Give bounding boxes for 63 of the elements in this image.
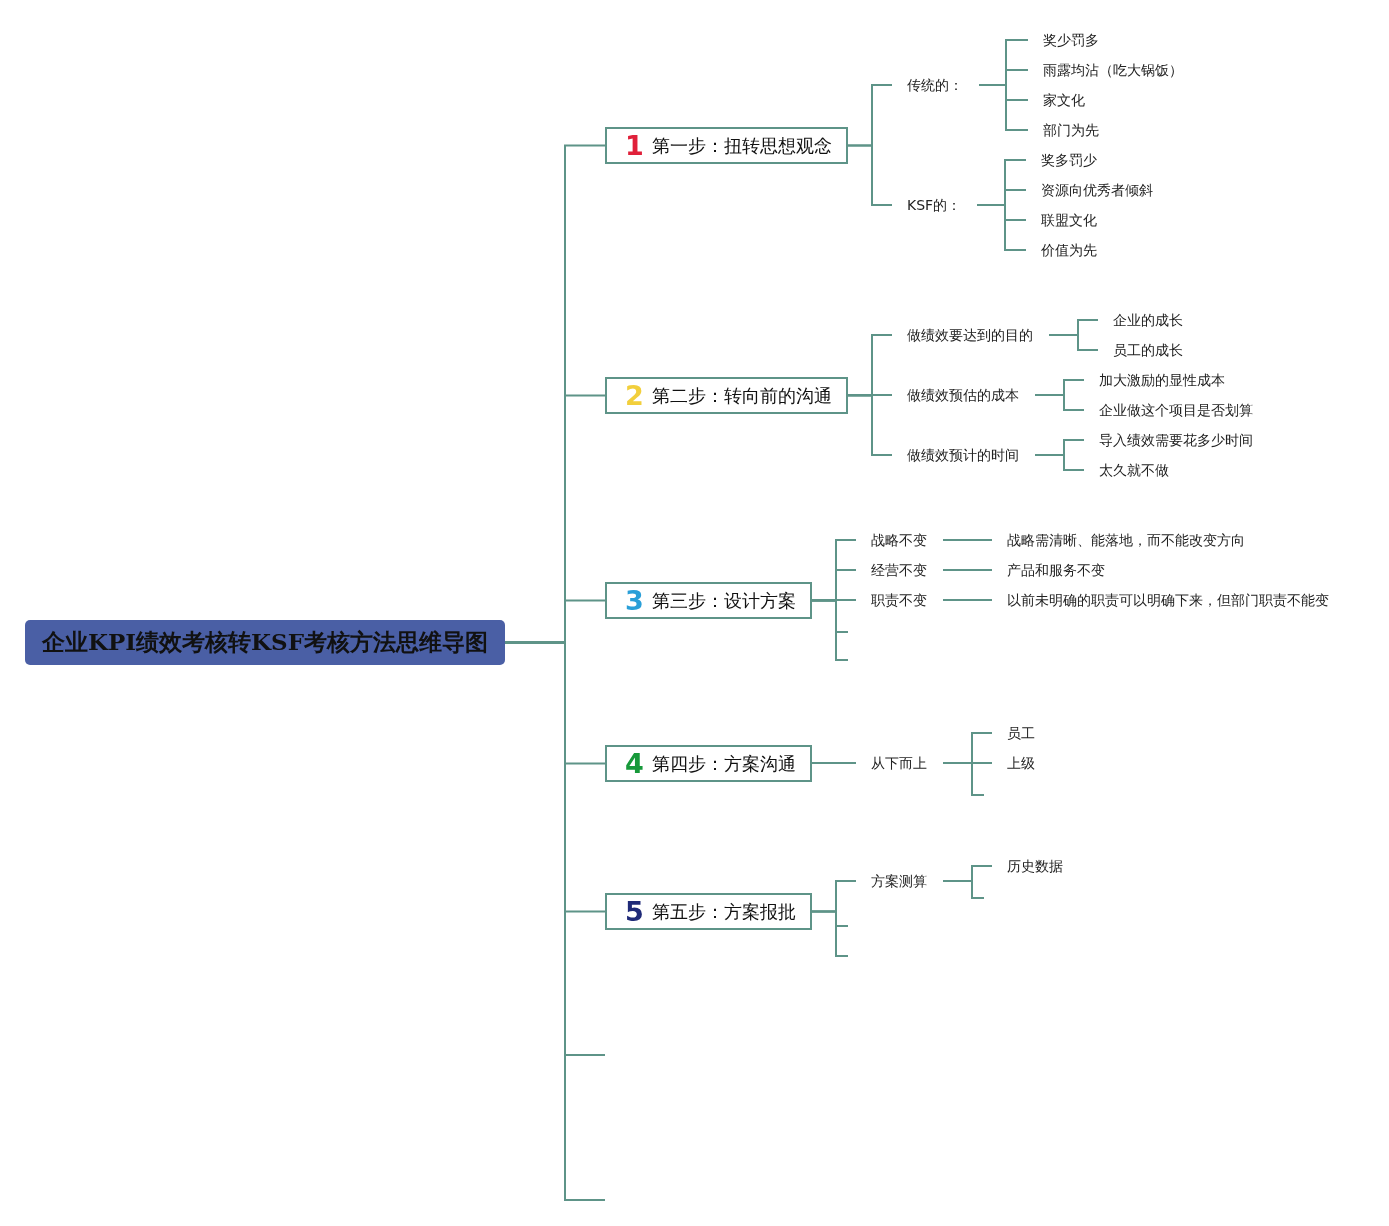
connector-line [810, 599, 857, 601]
step-label: 第二步：转向前的沟通 [651, 383, 832, 408]
topic-label: 资源向优秀者倾斜 [1026, 182, 1169, 198]
topic-label: 战略不变 [856, 532, 943, 548]
topic-label: 部门为先 [1028, 122, 1115, 138]
branch-line [810, 910, 849, 957]
step-number: 4 [625, 748, 644, 779]
connector-line [1048, 334, 1099, 351]
topic-label: 以前未明确的职责可以明确下来，但部门职责不能变 [992, 592, 1345, 608]
step-number: 2 [625, 380, 644, 411]
topic-label: 职责不变 [856, 592, 943, 608]
connector-line [942, 599, 993, 601]
topic-label: 奖多罚少 [1026, 152, 1113, 168]
connector-line [846, 394, 893, 396]
topic-label: 员工的成长 [1098, 342, 1199, 358]
topic-label: 加大激励的显性成本 [1084, 372, 1241, 388]
step-number: 3 [625, 585, 644, 616]
topic-label: 经营不变 [856, 562, 943, 578]
branch-line [942, 880, 985, 899]
topic-label: 雨露均沾（吃大锅饭） [1028, 62, 1199, 78]
topic-label: 太久就不做 [1084, 462, 1185, 478]
topic-label: 价值为先 [1026, 242, 1113, 258]
topic-label: 战略需清晰、能落地，而不能改变方向 [992, 532, 1261, 548]
connector-line [846, 144, 893, 206]
topic-label: 奖少罚多 [1028, 32, 1115, 48]
step-label: 第五步：方案报批 [651, 899, 796, 924]
topic-label: KSF的： [892, 197, 978, 213]
step-number: 1 [625, 130, 644, 161]
topic-label: 上级 [992, 755, 1051, 771]
connector-line [810, 762, 857, 764]
step-box [605, 893, 812, 930]
step-label: 第三步：设计方案 [651, 588, 796, 613]
topic-label: 导入绩效需要花多少时间 [1084, 432, 1269, 448]
connector-line [1034, 394, 1085, 411]
step-box [605, 745, 812, 782]
topic-label: 传统的： [892, 77, 979, 93]
topic-label: 员工 [992, 725, 1051, 741]
topic-label: 家文化 [1028, 92, 1101, 108]
topic-label: 从下而上 [856, 755, 943, 771]
topic-label: 企业的成长 [1098, 312, 1199, 328]
connector-line [976, 204, 1027, 251]
connector-line [1034, 454, 1085, 471]
step-box [605, 127, 848, 164]
connector-line [942, 569, 993, 571]
branch-line [942, 762, 985, 796]
topic-label: 企业做这个项目是否划算 [1084, 402, 1269, 418]
connector-line [978, 84, 1029, 131]
step-label: 第四步：方案沟通 [651, 751, 796, 776]
topic-label: 做绩效预估的成本 [892, 387, 1035, 403]
topic-label: 方案测算 [856, 873, 943, 889]
step-box [605, 377, 848, 414]
topic-label: 做绩效预计的时间 [892, 447, 1035, 463]
connector-line [942, 539, 993, 541]
step-number: 5 [625, 896, 644, 927]
branch-line [810, 599, 849, 661]
step-label: 第一步：扭转思想观念 [651, 133, 832, 158]
step-box [605, 582, 812, 619]
topic-label: 做绩效要达到的目的 [892, 327, 1049, 343]
central-topic: 企业KPI绩效考核转KSF考核方法思维导图 [25, 620, 505, 665]
topic-label: 历史数据 [992, 858, 1079, 874]
topic-label: 产品和服务不变 [992, 562, 1121, 578]
topic-label: 联盟文化 [1026, 212, 1113, 228]
connector-line [846, 394, 893, 456]
